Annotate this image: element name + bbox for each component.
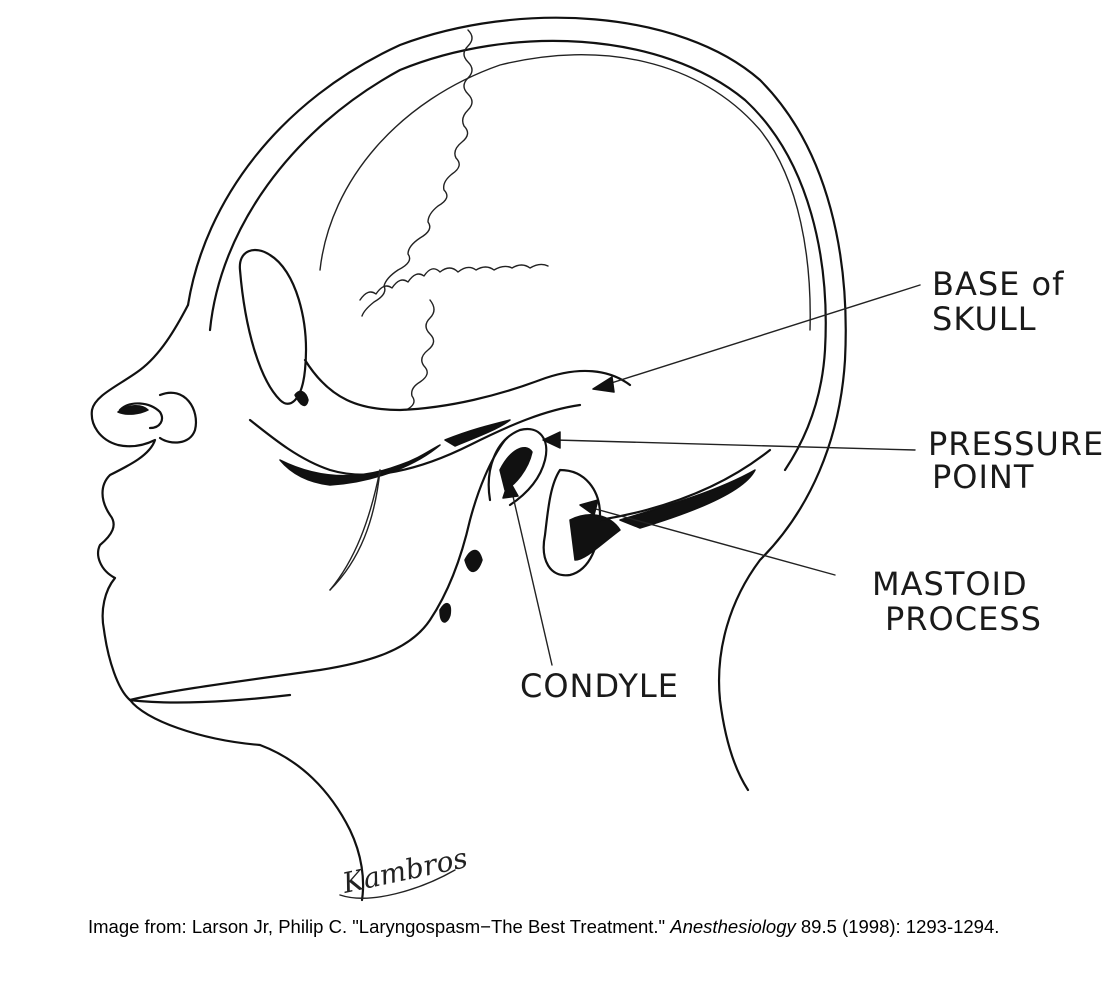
skull-inner-outline [208,39,827,472]
nasal-ala [158,391,198,444]
caption-suffix: 89.5 (1998): 1293-1294. [795,916,1000,937]
mastoid-shape [542,468,602,577]
neck-front [128,698,365,902]
condyle-shade [499,447,533,491]
eye-orbit [238,248,307,405]
mandible [128,438,507,702]
coronal-suture [361,29,473,317]
zygomatic-arch [248,403,582,476]
arch-shading [279,444,441,486]
condyle-shape [487,427,548,507]
occipital-shade [619,469,756,529]
mastoid-shade [569,514,621,561]
skull-diagram: BASE of SKULL PRESSURE POINT MASTOID PRO… [90,16,1104,902]
nostril [118,402,164,430]
nostril-shade [117,405,149,415]
caption-prefix: Image from: Larson Jr, Philip C. "Laryng… [88,916,671,937]
cranial-vault [319,53,811,331]
head-outline [186,16,847,792]
condyle-arrow [502,479,519,499]
base-of-skull-arrow [592,376,615,393]
signature-underline [339,869,456,899]
caption-journal: Anesthesiology [670,916,796,937]
orbit-shadow [294,390,309,407]
lambdoid-suture [405,299,435,411]
cheek-line [329,469,381,591]
condyle-leader [511,491,553,666]
arch-shading-2 [444,419,511,447]
base-of-skull-leader [604,284,921,386]
mastoid-process-arrow [579,499,599,516]
label-mastoid-process-2: PROCESS [885,600,1042,638]
pressure-point-leader [554,439,916,451]
mastoid-process-leader [591,507,836,576]
figure-caption: Image from: Larson Jr, Philip C. "Laryng… [88,916,1048,938]
face-profile [90,303,292,704]
mandible-lower-shadow [439,603,452,623]
label-base-of-skull-2: SKULL [932,300,1037,338]
neck-back [329,469,381,591]
label-mastoid-process-1: MASTOID [872,565,1028,603]
label-base-of-skull-1: BASE of [932,265,1064,303]
skull-base-line [303,358,632,412]
mandible-ramus-shadow [464,549,483,572]
pressure-point-arrow [542,431,561,449]
label-pressure-point-2: POINT [932,458,1034,496]
label-condyle: CONDYLE [520,667,679,705]
label-pressure-point-1: PRESSURE [928,425,1104,463]
squamosal-suture [359,263,549,301]
